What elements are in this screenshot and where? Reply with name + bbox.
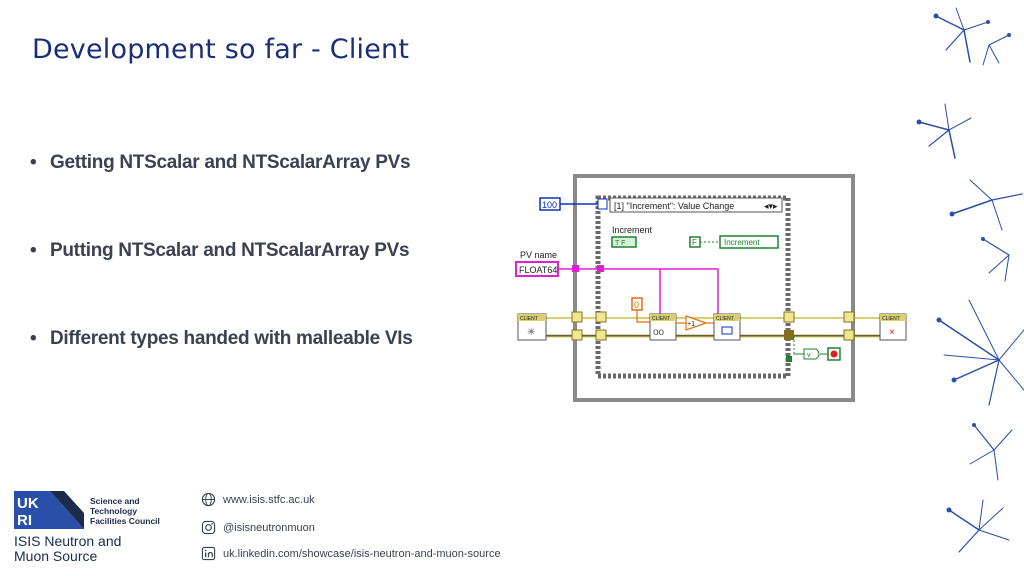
pink-tunnel [572,265,579,272]
council-line: Science and [90,496,140,506]
tunnel [784,330,794,340]
orange-wire [636,310,650,323]
client-label: CLIENT [716,316,734,322]
decorative-starburst-graphic [916,7,1024,553]
tunnel [783,311,795,323]
increment-boolean-terminal[interactable] [611,236,637,248]
bullet-item: • Putting NTScalar and NTScalarArray PVs [30,240,410,262]
tunnel [595,311,607,323]
or-function[interactable] [803,348,820,360]
ukri-logo: UK RI [14,491,84,529]
client-put-vi[interactable]: CLIENT [713,313,741,341]
increment-local-variable[interactable] [719,235,779,249]
iteration-terminal [786,356,792,362]
event-case-label: [1] "Increment": Value Change [614,201,734,211]
instagram-icon [201,520,216,535]
labview-block-diagram: [1] "Increment": Value Change ◂▾▸ 100 In… [515,174,907,402]
bullet-text: Getting NTScalar and NTScalarArray PVs [50,152,411,173]
stop-icon [830,350,838,358]
organisation-name: ISIS Neutron and Muon Source [14,534,121,564]
slide-title: Development so far - Client [32,34,410,65]
numeric-constant-value: 0 [634,300,639,310]
while-loop-frame [573,174,855,402]
close-icon: × [889,327,895,338]
pink-tunnel [597,265,604,272]
client-label: CLIENT [652,316,670,322]
bullet-item: • Different types handed with malleable V… [30,328,413,350]
globe-icon [201,492,216,507]
event-case-selector[interactable] [609,197,783,213]
council-line: Technology [90,506,138,516]
shift-register-left [571,329,583,341]
client-close-vi[interactable]: CLIENT × [879,313,907,341]
linkedin-link[interactable]: uk.linkedin.com/showcase/isis-neutron-an… [223,548,501,560]
timeout-terminal [597,198,608,210]
increment-label: Increment [612,225,653,235]
council-line: Facilities Council [90,516,160,526]
bullet-text: Putting NTScalar and NTScalarArray PVs [50,240,410,261]
website-link[interactable]: www.isis.stfc.ac.uk [223,494,315,506]
bullet-dot: • [30,240,37,261]
org-line: Muon Source [14,548,98,564]
client-open-vi[interactable]: CLIENT ✳ [517,313,547,341]
tunnel [595,329,607,341]
shift-register-right [843,329,855,341]
envelope-icon [721,326,733,335]
client-get-vi[interactable]: CLIENT oo [649,313,677,341]
council-name: Science and Technology Facilities Counci… [90,496,160,526]
instagram-handle[interactable]: @isisneutronmuon [223,522,315,534]
increment-local-text: Increment [724,238,760,247]
case-arrows-icon: ◂▾▸ [764,201,778,211]
timeout-value: 100 [542,200,557,210]
linkedin-icon [201,546,216,561]
ukri-logo-text: RI [17,512,32,529]
bullet-item: • Getting NTScalar and NTScalarArray PVs [30,152,411,174]
bullet-dot: • [30,152,37,173]
shift-register-right [843,311,855,323]
bool-tf-text: T F [615,240,625,247]
bullet-dot: • [30,328,37,349]
client-label: CLIENT [882,316,900,322]
open-icon: ✳ [527,327,535,338]
false-const-text: F [692,238,697,247]
bullet-text: Different types handed with malleable VI… [50,328,413,349]
org-line: ISIS Neutron and [14,533,122,549]
pv-name-value: FLOAT64 [519,265,557,275]
client-label: CLIENT [520,316,538,322]
footer: UK RI Science and Technology Facilities … [0,458,600,576]
glasses-icon: oo [653,327,665,338]
or-symbol: v [807,352,811,359]
plus-one-text: +1 [687,321,695,328]
shift-register-left [571,311,583,323]
pv-name-label: PV name [520,250,557,260]
ukri-logo-text: UK [17,495,39,512]
